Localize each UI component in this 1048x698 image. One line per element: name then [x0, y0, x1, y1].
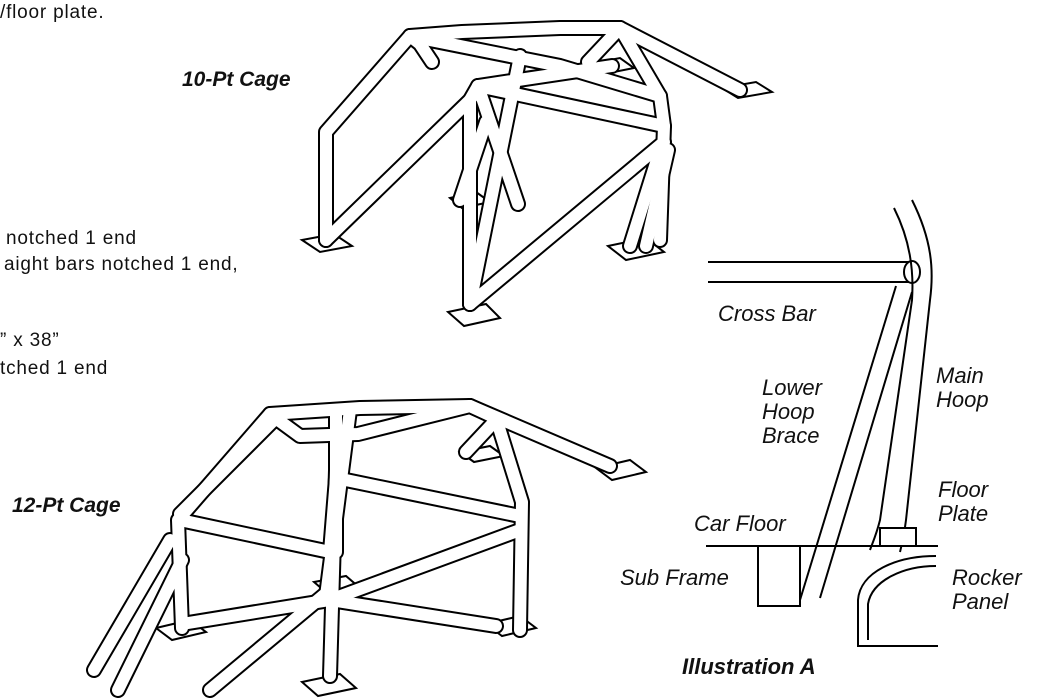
- floor-plate-label: Floor Plate: [938, 478, 988, 526]
- main-hoop-label-line-2: Hoop: [936, 387, 989, 412]
- main-hoop-label: Main Hoop: [936, 364, 989, 412]
- lower-hoop-brace-label-line-1: Lower: [762, 375, 822, 400]
- cross-bar-label: Cross Bar: [718, 301, 816, 326]
- floor-plate-label-line-1: Floor: [938, 477, 989, 502]
- rocker-panel-label-line-1: Rocker: [952, 565, 1022, 590]
- lower-hoop-brace-label-line-2: Hoop: [762, 399, 815, 424]
- instruction-line-2: notched 1 end: [6, 228, 137, 249]
- ten-point-cage-drawing: [299, 20, 775, 328]
- illustration-a-title: Illustration A: [682, 654, 816, 679]
- twelve-point-cage-drawing: [86, 398, 649, 698]
- illustration-a-drawing: [706, 199, 938, 647]
- lower-hoop-brace-label: Lower Hoop Brace: [762, 376, 822, 448]
- instruction-line-4: ” x 38”: [0, 330, 60, 351]
- rocker-panel-label: Rocker Panel: [952, 566, 1022, 614]
- lower-hoop-brace-label-line-3: Brace: [762, 423, 820, 448]
- car-floor-label: Car Floor: [694, 511, 786, 536]
- instruction-line-1: /floor plate.: [0, 2, 105, 23]
- ten-point-cage-title: 10-Pt Cage: [182, 68, 291, 91]
- instruction-line-5: tched 1 end: [0, 358, 109, 379]
- floor-plate-label-line-2: Plate: [938, 501, 989, 526]
- twelve-point-cage-title: 12-Pt Cage: [12, 494, 121, 517]
- main-hoop-label-line-1: Main: [936, 363, 984, 388]
- sub-frame-label: Sub Frame: [620, 565, 729, 590]
- instruction-line-3: aight bars notched 1 end,: [4, 254, 239, 275]
- rocker-panel-label-line-2: Panel: [952, 589, 1009, 614]
